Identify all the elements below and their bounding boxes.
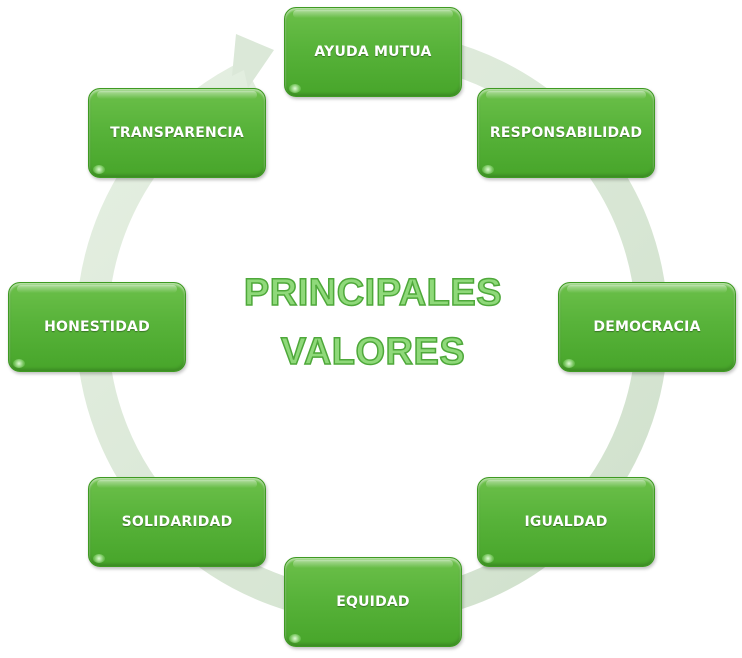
node-label: EQUIDAD [336, 594, 410, 610]
node-solidaridad: SOLIDARIDAD [88, 477, 266, 567]
diagram-title-line-2: VALORES [280, 331, 466, 373]
node-transparencia: TRANSPARENCIA [88, 88, 266, 178]
node-igualdad: IGUALDAD [477, 477, 655, 567]
arrow-head-icon [232, 34, 274, 88]
node-ayuda-mutua: AYUDA MUTUA [284, 7, 462, 97]
node-label: AYUDA MUTUA [314, 44, 432, 60]
node-democracia: DEMOCRACIA [558, 282, 736, 372]
node-label: TRANSPARENCIA [110, 125, 244, 141]
node-label: IGUALDAD [524, 514, 608, 530]
node-label: RESPONSABILIDAD [489, 125, 643, 141]
node-honestidad: HONESTIDAD [8, 282, 186, 372]
node-responsabilidad: RESPONSABILIDAD [477, 88, 655, 178]
node-label: DEMOCRACIA [593, 319, 701, 335]
node-equidad: EQUIDAD [284, 557, 462, 647]
node-label: SOLIDARIDAD [121, 514, 233, 530]
diagram-title-line-1: PRINCIPALES [243, 272, 503, 314]
node-label: HONESTIDAD [44, 319, 150, 335]
